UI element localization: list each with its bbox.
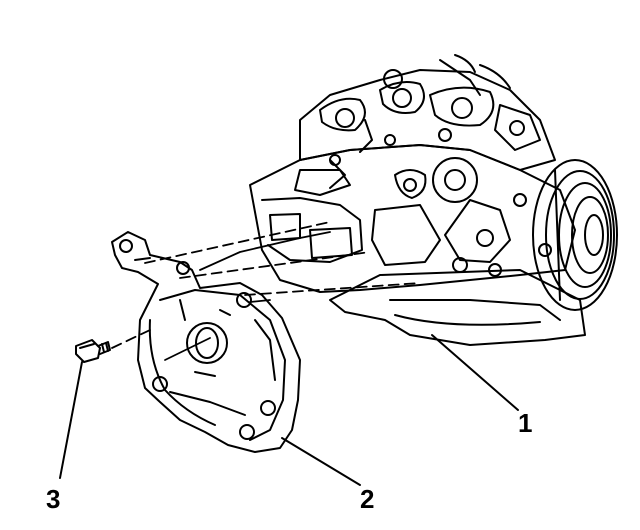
alignment-lines bbox=[111, 221, 421, 349]
callout-1: 1 bbox=[518, 408, 532, 438]
callout-2: 2 bbox=[360, 484, 374, 514]
bolt bbox=[75, 339, 111, 363]
alignment-lines-solid bbox=[164, 231, 331, 361]
crankshaft-pulley bbox=[532, 159, 618, 311]
leader-lines bbox=[59, 334, 519, 486]
callout-3: 3 bbox=[46, 484, 60, 514]
mounting-bracket bbox=[111, 231, 301, 453]
engine-block bbox=[249, 54, 586, 346]
